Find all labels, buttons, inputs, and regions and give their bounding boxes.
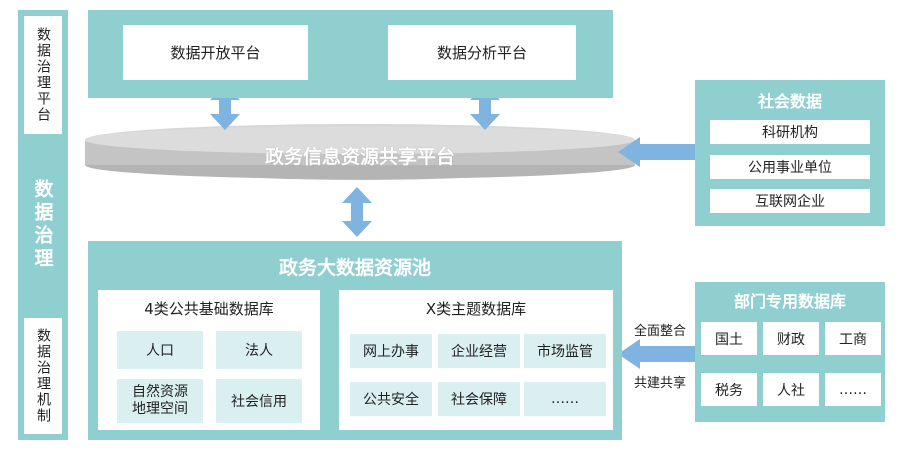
governance-platform-label: 数据治理平台 xyxy=(35,27,51,123)
dept-db-item-label: 工商 xyxy=(839,331,867,348)
social-data-title: 社会数据 xyxy=(757,92,822,111)
social-data-item: 科研机构 xyxy=(710,120,870,144)
basic-db-title: 4类公共基础数据库 xyxy=(144,299,274,318)
basic-db-item-label: 人口 xyxy=(146,343,174,359)
dept-db-item-label: 财政 xyxy=(777,331,805,348)
theme-db-item: 社会保障 xyxy=(438,382,520,416)
dept-db-item-label: 国土 xyxy=(715,331,743,348)
resource-pool-title: 政务大数据资源池 xyxy=(278,256,431,279)
theme-db-item: …… xyxy=(524,382,606,416)
dept-db-item: 国土 xyxy=(701,322,757,355)
dept-db-item-label: …… xyxy=(839,381,867,398)
basic-db-title-row: 4类公共基础数据库 xyxy=(98,295,320,321)
governance-platform-box: 数据治理平台 xyxy=(24,16,62,134)
integrate-label: 全面整合 xyxy=(633,324,686,339)
sharing-platform-disk xyxy=(85,124,635,180)
social-data-item-label: 公用事业单位 xyxy=(748,160,832,176)
theme-db-item-label: 网上办事 xyxy=(363,344,419,360)
social-data-title-row: 社会数据 xyxy=(695,86,885,114)
arrow-from-social-data xyxy=(618,137,695,167)
sharing-platform-label: 政务信息资源共享平台 xyxy=(264,145,455,168)
governance-mechanism-label: 数据治理机制 xyxy=(35,328,51,424)
basic-db-item: 人口 xyxy=(117,331,203,369)
theme-db-item-label: 市场监管 xyxy=(537,344,593,360)
open-platform-label: 数据开放平台 xyxy=(170,44,261,62)
theme-db-item-label: 企业经营 xyxy=(451,344,507,360)
basic-db-item: 法人 xyxy=(216,331,302,369)
theme-db-title-row: X类主题数据库 xyxy=(339,295,613,321)
dept-db-item: 工商 xyxy=(825,322,881,355)
basic-db-item: 自然资源 地理空间 xyxy=(117,379,203,423)
arrow-from-dept-db xyxy=(618,339,695,369)
dept-db-item: 财政 xyxy=(763,322,819,355)
basic-db-item-label: 自然资源 地理空间 xyxy=(132,384,188,417)
analysis-platform-label: 数据分析平台 xyxy=(436,44,527,62)
governance-mechanism-box: 数据治理机制 xyxy=(24,318,62,434)
resource-pool-title-row: 政务大数据资源池 xyxy=(88,250,622,282)
share-label: 共建共享 xyxy=(633,376,686,391)
analysis-platform-box: 数据分析平台 xyxy=(388,25,576,80)
dept-db-item-label: 人社 xyxy=(777,382,805,399)
basic-db-item-label: 法人 xyxy=(245,343,273,359)
dept-db-item: …… xyxy=(825,373,881,406)
double-arrow-pool xyxy=(342,187,372,237)
dept-db-item-label: 税务 xyxy=(715,382,743,399)
theme-db-item: 市场监管 xyxy=(524,334,606,368)
theme-db-title: X类主题数据库 xyxy=(425,299,527,318)
sharing-platform: 政务信息资源共享平台 xyxy=(85,142,635,168)
theme-db-item: 网上办事 xyxy=(350,334,432,368)
social-data-item-label: 互联网企业 xyxy=(755,194,825,210)
governance-label: 数据治理 xyxy=(31,179,54,271)
dept-db-title-row: 部门专用数据库 xyxy=(695,286,885,314)
social-data-item: 互联网企业 xyxy=(710,189,870,213)
dept-db-item: 税务 xyxy=(701,373,757,406)
social-data-item-label: 科研机构 xyxy=(762,125,818,141)
theme-db-item-label: …… xyxy=(551,391,579,407)
basic-db-item-label: 社会信用 xyxy=(231,394,287,410)
theme-db-item-label: 公共安全 xyxy=(363,392,419,408)
theme-db-item-label: 社会保障 xyxy=(451,392,507,408)
basic-db-item: 社会信用 xyxy=(216,379,302,423)
theme-db-item: 企业经营 xyxy=(438,334,520,368)
dept-db-title: 部门专用数据库 xyxy=(733,292,846,311)
dept-db-item: 人社 xyxy=(763,373,819,406)
governance-middle: 数据治理 xyxy=(18,170,68,280)
open-platform-box: 数据开放平台 xyxy=(123,25,308,80)
theme-db-item: 公共安全 xyxy=(350,382,432,416)
social-data-item: 公用事业单位 xyxy=(710,155,870,179)
